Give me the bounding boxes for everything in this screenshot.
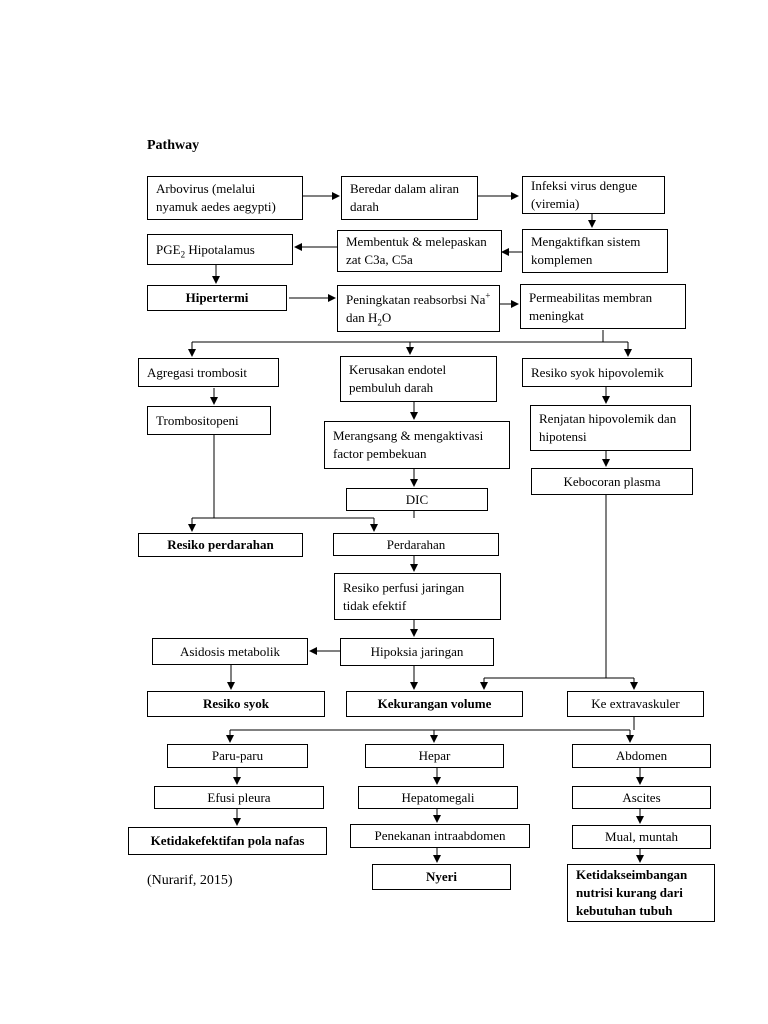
- node-resiko-syok-hipovolemik: Resiko syok hipovolemik: [522, 358, 692, 387]
- node-mengaktifkan-komplemen: Mengaktifkan sistem komplemen: [522, 229, 668, 273]
- node-penekanan-intraabdomen: Penekanan intraabdomen: [350, 824, 530, 848]
- node-efusi-pleura: Efusi pleura: [154, 786, 324, 809]
- node-merangsang-pembekuan: Merangsang & mengaktivasi factor pembeku…: [324, 421, 510, 469]
- node-permeabilitas-membran: Permeabilitas membran meningkat: [520, 284, 686, 329]
- node-resiko-syok: Resiko syok: [147, 691, 325, 717]
- node-infeksi-virus: Infeksi virus dengue (viremia): [522, 176, 665, 214]
- node-paru-paru: Paru-paru: [167, 744, 308, 768]
- node-hipoksia-jaringan: Hipoksia jaringan: [340, 638, 494, 666]
- node-resiko-perfusi: Resiko perfusi jaringan tidak efektif: [334, 573, 501, 620]
- node-dic: DIC: [346, 488, 488, 511]
- node-kebocoran-plasma: Kebocoran plasma: [531, 468, 693, 495]
- node-kerusakan-endotel: Kerusakan endotel pembuluh darah: [340, 356, 497, 402]
- node-pge2-hipotalamus: PGE2 Hipotalamus: [147, 234, 293, 265]
- node-agregasi-trombosit: Agregasi trombosit: [138, 358, 279, 387]
- node-hepatomegali: Hepatomegali: [358, 786, 518, 809]
- node-mual-muntah: Mual, muntah: [572, 825, 711, 849]
- node-ketidakefektifan-pola-nafas: Ketidakefektifan pola nafas: [128, 827, 327, 855]
- citation: (Nurarif, 2015): [147, 873, 233, 888]
- node-perdarahan: Perdarahan: [333, 533, 499, 556]
- node-trombositopeni: Trombositopeni: [147, 406, 271, 435]
- node-arbovirus: Arbovirus (melalui nyamuk aedes aegypti): [147, 176, 303, 220]
- node-renjatan-hipovolemik: Renjatan hipovolemik dan hipotensi: [530, 405, 691, 451]
- node-hepar: Hepar: [365, 744, 504, 768]
- node-nyeri: Nyeri: [372, 864, 511, 890]
- node-ketidakseimbangan-nutrisi: Ketidakseimbangan nutrisi kurang dari ke…: [567, 864, 715, 922]
- node-peningkatan-reabsorbsi: Peningkatan reabsorbsi Na+ dan H2O: [337, 285, 500, 332]
- node-abdomen: Abdomen: [572, 744, 711, 768]
- node-asidosis-metabolik: Asidosis metabolik: [152, 638, 308, 665]
- node-kekurangan-volume: Kekurangan volume: [346, 691, 523, 717]
- node-membentuk-c3a-c5a: Membentuk & melepaskan zat C3a, C5a: [337, 230, 502, 272]
- node-ke-extravaskuler: Ke extravaskuler: [567, 691, 704, 717]
- node-beredar-darah: Beredar dalam aliran darah: [341, 176, 478, 220]
- pathway-title: Pathway: [147, 138, 200, 153]
- node-hipertermi: Hipertermi: [147, 285, 287, 311]
- node-ascites: Ascites: [572, 786, 711, 809]
- node-resiko-perdarahan: Resiko perdarahan: [138, 533, 303, 557]
